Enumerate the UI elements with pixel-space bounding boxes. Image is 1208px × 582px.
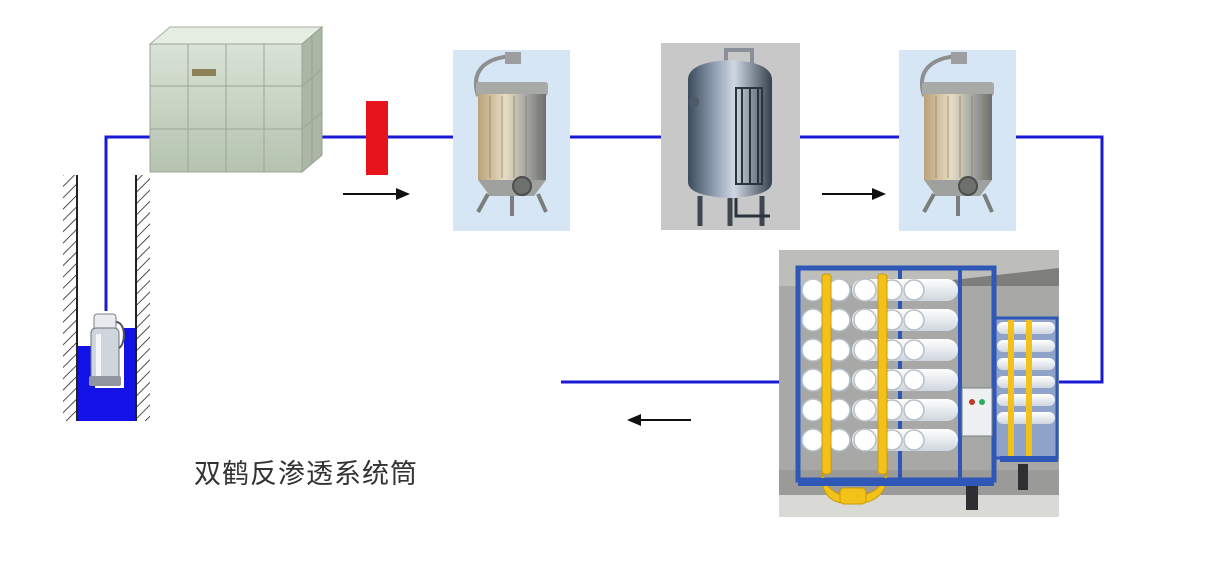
well xyxy=(63,175,150,421)
well-hatch-right xyxy=(136,175,150,421)
reverse-osmosis-skid-icon xyxy=(779,250,1059,517)
pipe-filter-to-ro xyxy=(1016,135,1104,384)
flow-arrow-right xyxy=(822,188,886,200)
ro-control-panel xyxy=(961,387,993,437)
pipe-well-to-tank xyxy=(104,135,152,311)
flow-arrow-left xyxy=(627,414,691,426)
flow-arrow-right xyxy=(343,188,410,200)
valve-icon xyxy=(366,101,388,175)
ro-manifold xyxy=(821,273,888,505)
submersible-pump-icon xyxy=(89,313,125,386)
pipe-network xyxy=(104,135,1104,384)
ro-membranes xyxy=(801,278,958,452)
diagram-caption: 双鹤反渗透系统筒 xyxy=(194,459,418,490)
bag-filter-icon xyxy=(453,50,570,231)
ro-rack-rear xyxy=(993,316,1059,460)
tank-nameplate xyxy=(192,69,216,76)
pressure-vessel-icon xyxy=(661,43,800,230)
bag-filter-icon xyxy=(899,50,1016,231)
well-hatch-left xyxy=(63,175,77,421)
water-tank-icon xyxy=(148,25,324,174)
